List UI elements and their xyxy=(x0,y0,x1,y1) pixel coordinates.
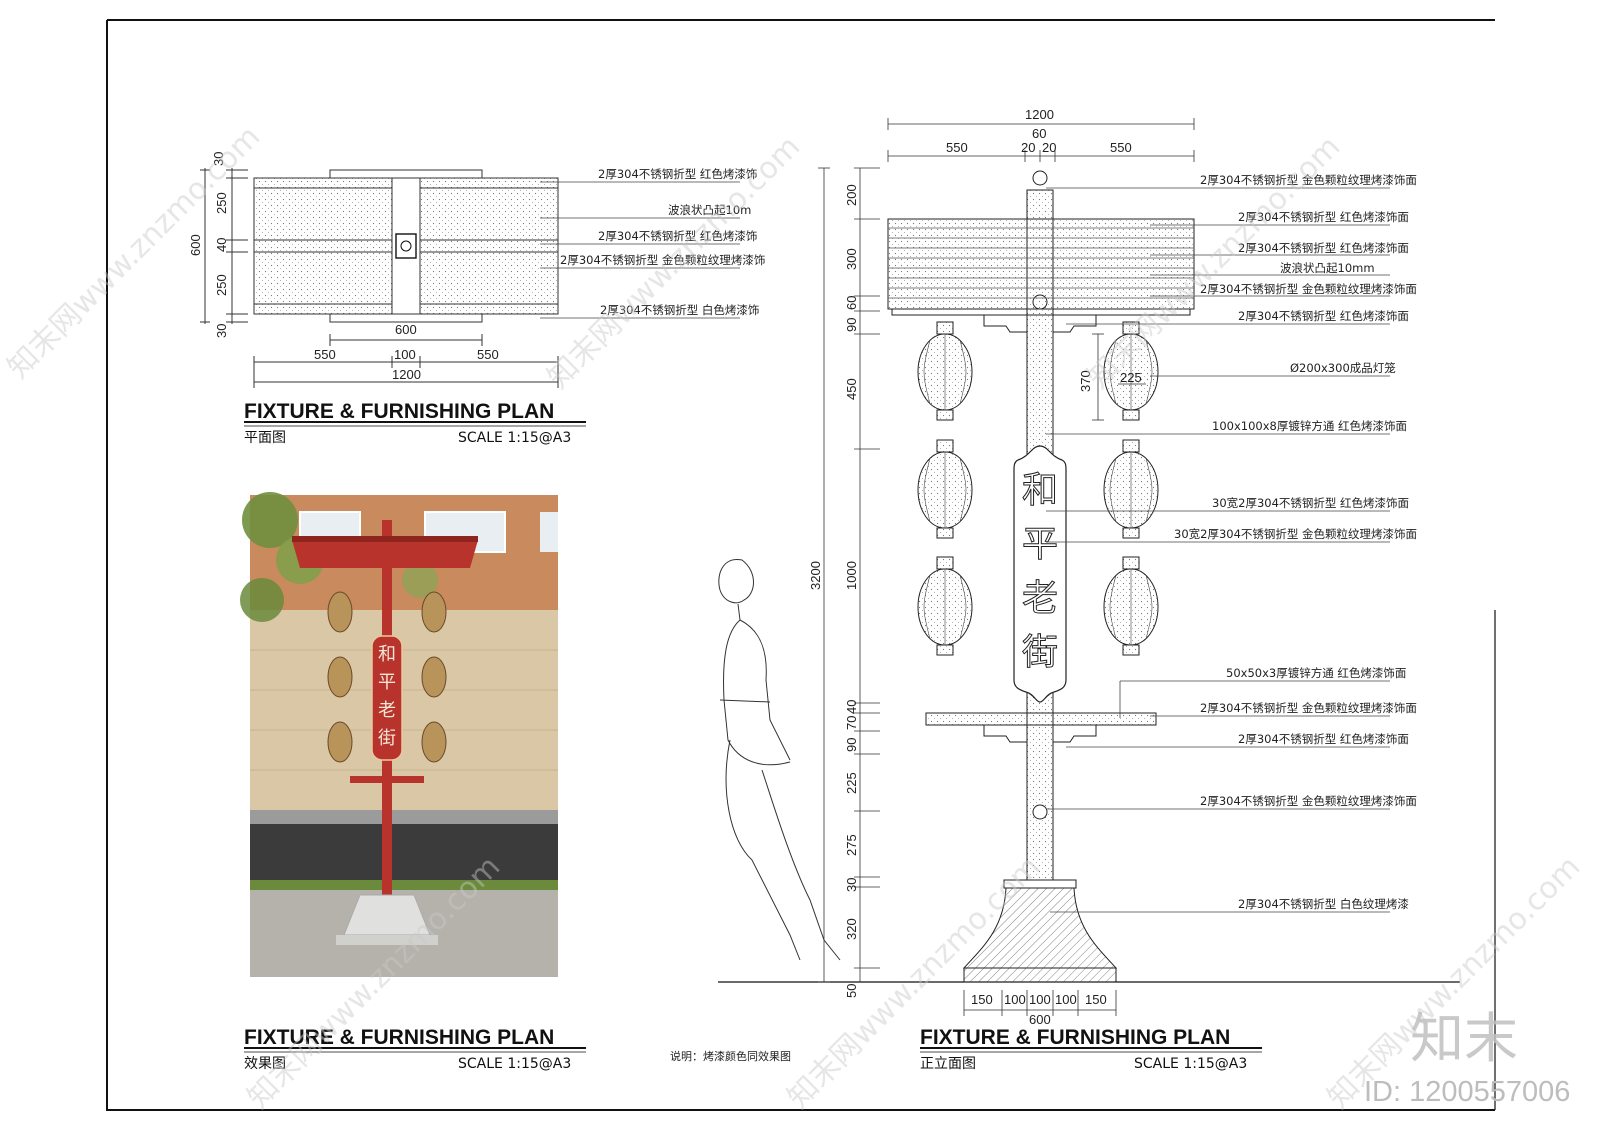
elev-sign-char-3: 街 xyxy=(1022,632,1058,673)
elev-dim-l1: 300 xyxy=(844,248,859,270)
render-sign-char-2: 老 xyxy=(378,700,396,721)
brand-logo: 知末 xyxy=(1410,1007,1518,1070)
elev-dim-l11: 275 xyxy=(844,834,859,856)
elevation-dims: 1200 550 60 20 20 550 200 300 60 90 60 4… xyxy=(808,107,1142,1027)
elevation-title-block: FIXTURE & FURNISHING PLAN 正立面图 SCALE 1:1… xyxy=(920,1026,1262,1072)
elev-dim-l5: 450 xyxy=(844,378,859,400)
elev-dim-b3: 100 xyxy=(1055,992,1077,1007)
elev-dim-l9: 90 xyxy=(844,738,859,752)
elevation-title: FIXTURE & FURNISHING PLAN xyxy=(920,1026,1230,1049)
render-title-block: FIXTURE & FURNISHING PLAN 效果图 SCALE 1:15… xyxy=(244,1026,586,1072)
elev-dim-top-2: 20 xyxy=(1021,140,1035,155)
elev-callout-4: 2厚304不锈钢折型 金色颗粒纹理烤漆饰面 xyxy=(1200,282,1417,296)
elev-callout-7: 100x100x8厚镀锌方通 红色烤漆饰面 xyxy=(1212,419,1407,433)
elev-callout-2: 2厚304不锈钢折型 红色烤漆饰面 xyxy=(1238,241,1409,255)
elev-dim-l8: 70 xyxy=(844,716,859,730)
elev-callout-14: 2厚304不锈钢折型 白色纹理烤漆 xyxy=(1238,897,1409,911)
plan-callout-3: 2厚304不锈钢折型 金色颗粒纹理烤漆饰 xyxy=(560,253,765,267)
elev-dim-l12: 30 xyxy=(844,878,859,892)
plan-scale: SCALE 1:15@A3 xyxy=(458,430,571,446)
elev-lantern-dim-1: 225 xyxy=(1120,370,1142,385)
elev-dim-l0: 200 xyxy=(844,184,859,206)
plan-dim-left-total: 600 xyxy=(188,234,203,256)
plan-dim-b-top: 600 xyxy=(395,322,417,337)
render-subtitle: 效果图 xyxy=(244,1056,286,1072)
elev-dim-l6: 1000 xyxy=(844,561,859,590)
elev-callout-3: 波浪状凸起10mm xyxy=(1280,261,1375,275)
plan-callout-4: 2厚304不锈钢折型 白色烤漆饰 xyxy=(600,303,759,317)
elev-dim-left-total: 3200 xyxy=(808,561,823,590)
plan-title: FIXTURE & FURNISHING PLAN xyxy=(244,400,554,423)
plan-dim-l1: 250 xyxy=(214,192,229,214)
plan-callouts: 2厚304不锈钢折型 红色烤漆饰 波浪状凸起10m 2厚304不锈钢折型 红色烤… xyxy=(560,167,765,317)
elev-callout-1: 2厚304不锈钢折型 红色烤漆饰面 xyxy=(1238,210,1409,224)
elev-callout-6: Ø200x300成品灯笼 xyxy=(1290,361,1396,375)
elev-callout-0: 2厚304不锈钢折型 金色颗粒纹理烤漆饰面 xyxy=(1200,173,1417,187)
elev-callout-8: 30宽2厚304不锈钢折型 红色烤漆饰面 xyxy=(1212,496,1409,510)
elev-callout-12: 2厚304不锈钢折型 红色烤漆饰面 xyxy=(1238,732,1409,746)
plan-callout-1: 波浪状凸起10m xyxy=(668,203,751,217)
plan-dim-b-total: 1200 xyxy=(392,367,421,382)
elev-lantern-dim-0: 370 xyxy=(1078,370,1093,392)
elevation-callouts: 2厚304不锈钢折型 金色颗粒纹理烤漆饰面 2厚304不锈钢折型 红色烤漆饰面 … xyxy=(1174,173,1417,911)
elev-sign-char-1: 平 xyxy=(1022,524,1058,565)
elev-dim-l14: 50 xyxy=(844,984,859,998)
plan-dim-b0: 550 xyxy=(314,347,336,362)
elev-dim-top-1: 60 xyxy=(1032,126,1046,141)
plan-dim-l3: 250 xyxy=(214,274,229,296)
elev-dim-b1: 100 xyxy=(1004,992,1026,1007)
render-sign-char-1: 平 xyxy=(378,672,396,693)
elev-callout-13: 2厚304不锈钢折型 金色颗粒纹理烤漆饰面 xyxy=(1200,794,1417,808)
elev-dim-top-4: 550 xyxy=(1110,140,1132,155)
plan-callout-0: 2厚304不锈钢折型 红色烤漆饰 xyxy=(598,167,757,181)
elevation-scale: SCALE 1:15@A3 xyxy=(1134,1056,1247,1072)
elev-dim-l2: 60 xyxy=(844,296,859,310)
elev-callout-9: 30宽2厚304不锈钢折型 金色颗粒纹理烤漆饰面 xyxy=(1174,527,1417,541)
render-image: 和 平 老 街 xyxy=(240,492,558,977)
render-sign-char-3: 街 xyxy=(378,728,396,749)
elev-dim-b-total: 600 xyxy=(1029,1012,1051,1027)
plan-dim-b2: 550 xyxy=(477,347,499,362)
elev-dim-b0: 150 xyxy=(971,992,993,1007)
render-sign-char-0: 和 xyxy=(378,644,396,665)
plan-dim-l2: 40 xyxy=(214,238,229,252)
plan-dim-l4: 30 xyxy=(214,324,229,338)
elevation-subtitle: 正立面图 xyxy=(920,1056,976,1072)
elev-callout-10: 50x50x3厚镀锌方通 红色烤漆饰面 xyxy=(1226,666,1406,680)
elev-dim-b2: 100 xyxy=(1029,992,1051,1007)
elev-dim-l10: 225 xyxy=(844,772,859,794)
elev-dim-l3: 90 xyxy=(844,318,859,332)
plan-callout-2: 2厚304不锈钢折型 红色烤漆饰 xyxy=(598,229,757,243)
elev-dim-b4: 150 xyxy=(1085,992,1107,1007)
render-title: FIXTURE & FURNISHING PLAN xyxy=(244,1026,554,1049)
elev-sign-char-2: 老 xyxy=(1022,578,1058,619)
elevation-view: 和 平 老 街 xyxy=(718,118,1460,1016)
scale-figure xyxy=(718,559,841,961)
elev-dim-top-3: 20 xyxy=(1042,140,1056,155)
plan-title-block: FIXTURE & FURNISHING PLAN 平面图 SCALE 1:15… xyxy=(244,400,586,446)
elev-dim-l7: 40 xyxy=(844,700,859,714)
plan-view xyxy=(200,168,740,388)
plan-dim-l0: 30 xyxy=(211,152,226,166)
plan-dim-b1: 100 xyxy=(394,347,416,362)
plan-dims: 30 250 40 250 30 600 600 550 100 550 120… xyxy=(188,152,499,382)
paint-note: 说明：烤漆颜色同效果图 xyxy=(670,1049,791,1063)
plan-subtitle: 平面图 xyxy=(244,430,286,446)
elev-callout-11: 2厚304不锈钢折型 金色颗粒纹理烤漆饰面 xyxy=(1200,701,1417,715)
brand-id: ID: 1200557006 xyxy=(1364,1076,1570,1108)
render-scale: SCALE 1:15@A3 xyxy=(458,1056,571,1072)
elev-dim-l13: 320 xyxy=(844,918,859,940)
elev-callout-5: 2厚304不锈钢折型 红色烤漆饰面 xyxy=(1238,309,1409,323)
elev-dim-top-0: 550 xyxy=(946,140,968,155)
elev-sign-char-0: 和 xyxy=(1022,470,1058,511)
elev-dim-top-total: 1200 xyxy=(1025,107,1054,122)
